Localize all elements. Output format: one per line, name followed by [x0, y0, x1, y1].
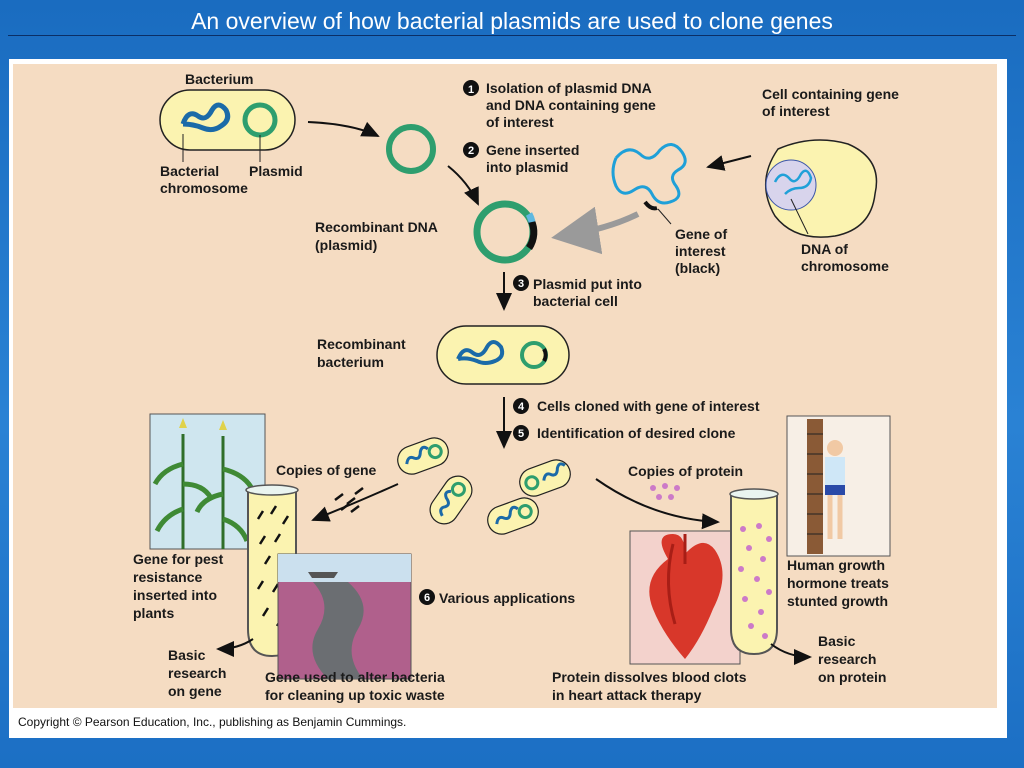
heart-image: [629, 530, 741, 665]
step-2-number: 2: [468, 145, 474, 157]
step-4-badge: [513, 398, 529, 414]
gene-dna-fragments: [611, 143, 687, 205]
recombinant-chromosome: [456, 340, 505, 365]
step-6-text: Various applications: [439, 590, 575, 606]
toxic-waste-image: [277, 553, 412, 680]
protein-copies: [650, 483, 680, 500]
step-2-badge: [463, 142, 479, 158]
label-dna-chromosome: chromosome: [801, 258, 889, 274]
slide-title: An overview of how bacterial plasmids ar…: [191, 8, 833, 34]
label-recombinant-plasmid: (plasmid): [315, 237, 377, 253]
clone-bacterium: [429, 475, 473, 525]
label-pest-1: Gene for pest: [133, 551, 224, 567]
label-pest-2: resistance: [133, 569, 202, 585]
label-copies-gene: Copies of gene: [276, 462, 377, 478]
recombinant-bacterium-insert: [542, 348, 548, 362]
cloned-bacteria: [397, 437, 571, 535]
label-chromosome: chromosome: [160, 180, 248, 196]
label-black: (black): [675, 260, 720, 276]
label-clot-1: Protein dissolves blood clots: [552, 669, 747, 685]
step-1-text-2: and DNA containing gene: [486, 97, 656, 113]
step-4-number: 4: [518, 401, 525, 413]
bacterium-cell: [159, 89, 296, 151]
arrow-to-plasmid: [307, 121, 380, 137]
label-basic-gene-2: research: [168, 665, 226, 681]
arrow-basic-gene: [216, 638, 254, 657]
step-2-text-2: into plasmid: [486, 159, 568, 175]
step-2-text-1: Gene inserted: [486, 142, 579, 158]
label-waste-1: Gene used to alter bacteria: [265, 669, 445, 685]
step-1-text-1: Isolation of plasmid DNA: [486, 80, 652, 96]
label-dna-of: DNA of: [801, 241, 848, 257]
label-waste-2: for cleaning up toxic waste: [265, 687, 445, 703]
label-copies-protein: Copies of protein: [628, 463, 743, 479]
recombinant-insert-edge: [525, 212, 536, 223]
test-tube-right: [729, 488, 779, 656]
clone-bacterium: [519, 459, 571, 497]
label-basic-gene-3: on gene: [168, 683, 222, 699]
clone-bacterium: [487, 497, 539, 535]
step-6-badge: [419, 589, 435, 605]
leader-dna-chromosome: [790, 198, 809, 235]
label-plasmid: Plasmid: [249, 163, 303, 179]
label-recombinant-dna: Recombinant DNA: [315, 219, 438, 235]
step-5-badge: [513, 425, 529, 441]
gray-insert-arrow: [551, 206, 640, 255]
label-basic-protein-1: Basic: [818, 633, 856, 649]
label-pest-3: inserted into: [133, 587, 217, 603]
arrow-to-recombinant: [447, 165, 479, 206]
arrow-to-tube-right: [595, 478, 720, 530]
label-hgh-1: Human growth: [787, 557, 885, 573]
label-pest-4: plants: [133, 605, 174, 621]
clone-bacterium: [397, 437, 449, 475]
label-basic-protein-2: research: [818, 651, 876, 667]
label-clot-2: in heart attack therapy: [552, 687, 702, 703]
step-6-number: 6: [424, 592, 430, 604]
step-5-text: Identification of desired clone: [537, 425, 736, 441]
step-3-badge: [513, 275, 529, 291]
arrow-basic-protein: [770, 643, 812, 665]
leader-gene-interest: [657, 208, 672, 225]
arrow-to-tube-left: [311, 483, 399, 522]
step-1-number: 1: [468, 84, 474, 96]
label-bacterium: Bacterium: [185, 71, 253, 87]
copyright-notice: Copyright © Pearson Education, Inc., pub…: [18, 715, 407, 729]
label-gene-of: Gene of: [675, 226, 727, 242]
corn-plants-image: [149, 413, 266, 550]
figure-canvas: Bacterium Bacterial chromosome Plasmid 1…: [13, 64, 997, 708]
step-3-number: 3: [518, 278, 524, 290]
step-4-text: Cells cloned with gene of interest: [537, 398, 760, 414]
label-recombinant-bacterium: bacterium: [317, 354, 384, 370]
label-interest: interest: [675, 243, 726, 259]
cloning-diagram: Bacterium Bacterial chromosome Plasmid 1…: [133, 71, 899, 703]
step-3-text-2: bacterial cell: [533, 293, 618, 309]
step-5-number: 5: [518, 428, 524, 440]
arrow-from-cell: [706, 155, 752, 171]
label-bacterial: Bacterial: [160, 163, 219, 179]
step-3-text-1: Plasmid put into: [533, 276, 642, 292]
label-cell-gene-2: of interest: [762, 103, 830, 119]
step-1-text-3: of interest: [486, 114, 554, 130]
height-chart-image: [786, 415, 891, 557]
label-hgh-2: hormone treats: [787, 575, 889, 591]
label-basic-protein-3: on protein: [818, 669, 886, 685]
isolated-plasmid: [386, 124, 436, 174]
label-hgh-3: stunted growth: [787, 593, 888, 609]
label-cell-gene-1: Cell containing gene: [762, 86, 899, 102]
label-basic-gene-1: Basic: [168, 647, 206, 663]
gene-segment: [643, 200, 658, 211]
label-recombinant: Recombinant: [317, 336, 406, 352]
recombinant-plasmid: [473, 200, 537, 264]
nucleus-dna: [773, 169, 813, 195]
step-1-badge: [463, 80, 479, 96]
title-divider: [8, 35, 1016, 36]
